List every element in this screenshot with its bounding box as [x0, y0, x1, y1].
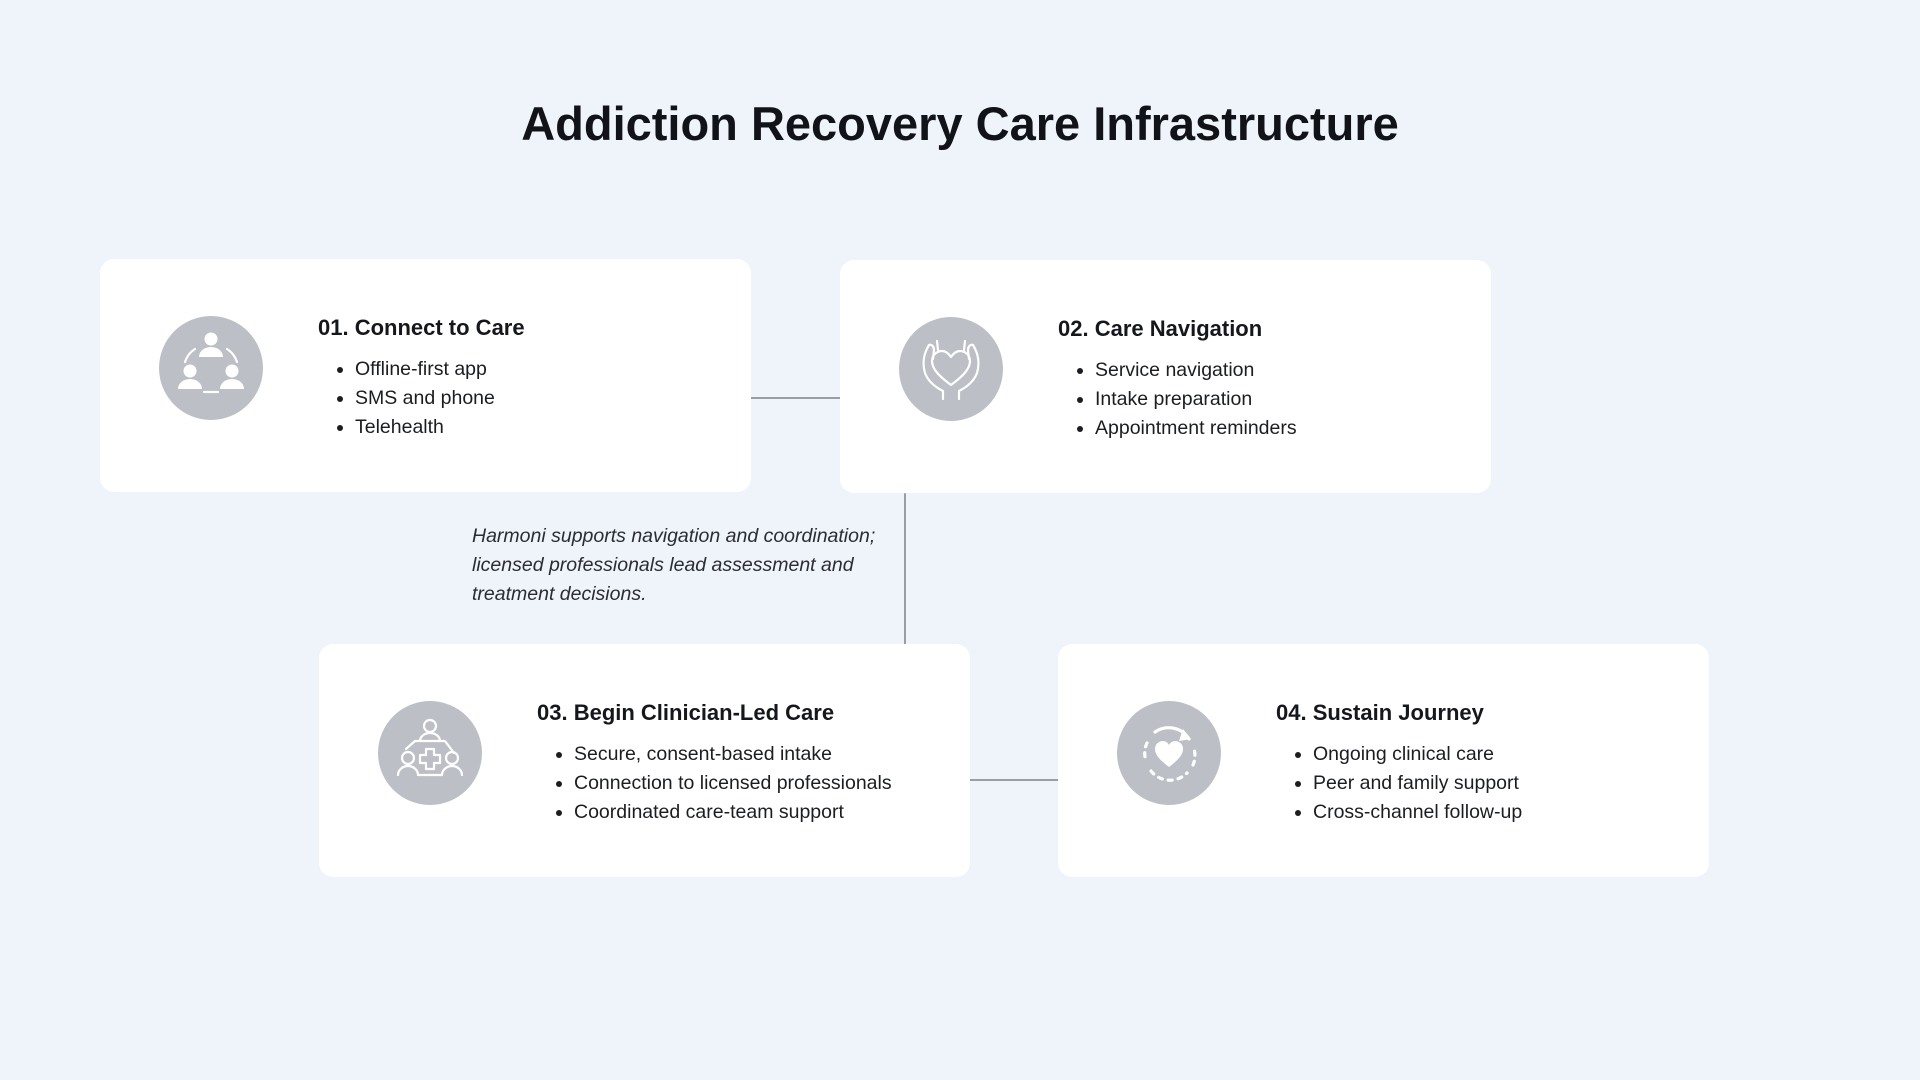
step-card-clinician-led-care: 03. Begin Clinician-Led Care Secure, con…	[319, 644, 970, 877]
page-title: Addiction Recovery Care Infrastructure	[521, 97, 1399, 150]
list-item: Appointment reminders	[1095, 414, 1297, 443]
step-heading: 04. Sustain Journey	[1276, 700, 1484, 725]
list-item: Intake preparation	[1095, 385, 1297, 414]
step-bullet-list: Offline-first app SMS and phone Teleheal…	[318, 355, 495, 442]
caring-hands-heart-icon	[899, 317, 1003, 421]
step-card-care-navigation: 02. Care Navigation Service navigation I…	[840, 260, 1491, 493]
step-card-connect-to-care: 01. Connect to Care Offline-first app SM…	[100, 259, 751, 492]
list-item: Offline-first app	[355, 355, 495, 384]
list-item: Secure, consent-based intake	[574, 740, 892, 769]
list-item: Connection to licensed professionals	[574, 769, 892, 798]
arrow-step2-to-step3	[897, 493, 913, 663]
list-item: Telehealth	[355, 413, 495, 442]
care-team-medical-icon	[378, 701, 482, 805]
list-item: Service navigation	[1095, 356, 1297, 385]
step-bullet-list: Ongoing clinical care Peer and family su…	[1276, 740, 1522, 827]
list-item: Peer and family support	[1313, 769, 1522, 798]
list-item: Cross-channel follow-up	[1313, 798, 1522, 827]
coordination-note: Harmoni supports navigation and coordina…	[472, 525, 876, 605]
list-item: SMS and phone	[355, 384, 495, 413]
step-bullet-list: Secure, consent-based intake Connection …	[537, 740, 892, 827]
step-heading: 03. Begin Clinician-Led Care	[537, 700, 835, 725]
heart-cycle-icon	[1117, 701, 1221, 805]
list-item: Coordinated care-team support	[574, 798, 892, 827]
step-heading: 01. Connect to Care	[318, 315, 525, 340]
list-item: Ongoing clinical care	[1313, 740, 1522, 769]
community-icon	[159, 316, 263, 420]
step-bullet-list: Service navigation Intake preparation Ap…	[1058, 356, 1297, 443]
step-heading: 02. Care Navigation	[1058, 316, 1263, 341]
step-card-sustain-journey: 04. Sustain Journey Ongoing clinical car…	[1058, 644, 1709, 877]
